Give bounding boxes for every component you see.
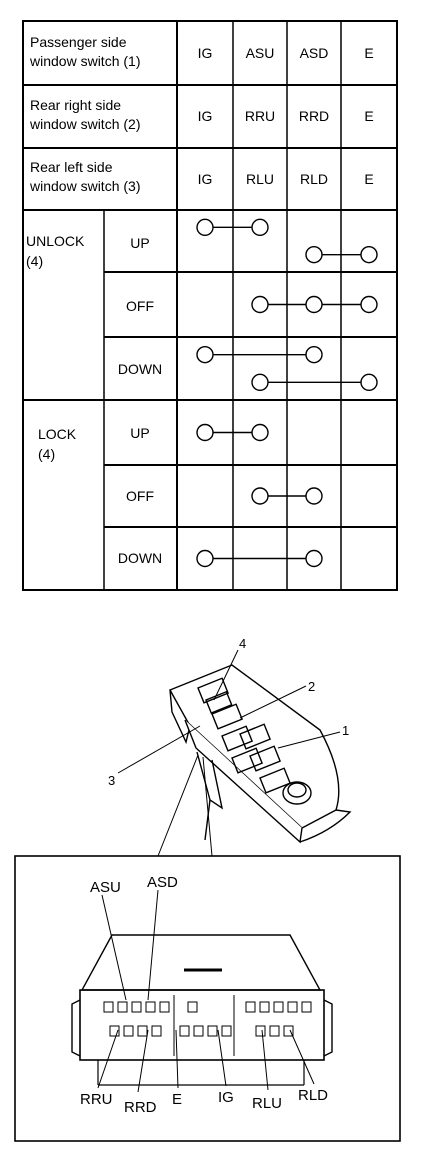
connector-pin-cavity [103, 1001, 114, 1013]
continuity-terminal-mark [196, 549, 214, 568]
connector-pin-cavity [187, 1001, 198, 1013]
terminal-cell: ASD [300, 45, 329, 61]
switch-row-labels: Passenger side window switch (1) Rear ri… [29, 34, 140, 194]
callout-leaders [117, 649, 341, 857]
connector-pin-cavity [123, 1025, 134, 1037]
continuity-terminal-mark [305, 295, 323, 314]
terminal-cell: IG [198, 171, 213, 187]
label-e: E [172, 1091, 182, 1108]
continuity-terminal-mark [196, 423, 214, 442]
continuity-terminal-mark [196, 218, 214, 237]
continuity-terminal-mark [251, 218, 269, 237]
label-asd: ASD [147, 874, 178, 891]
connector-pin-cavity [301, 1001, 312, 1013]
connector-pin-cavity [109, 1025, 120, 1037]
continuity-terminal-mark [251, 373, 269, 392]
terminal-cell: RRD [299, 108, 329, 124]
terminal-cell: RRU [245, 108, 275, 124]
connector-pin-cavity [269, 1025, 280, 1037]
lock-off-label: OFF [126, 488, 154, 504]
row-2-label-line2: window switch (2) [29, 116, 140, 132]
connector-pin-cavity [245, 1001, 256, 1013]
row-2-label-line1: Rear right side [30, 97, 121, 113]
terminal-cell: E [364, 45, 373, 61]
connector-pin-cavity [159, 1001, 170, 1013]
connector-pin-cavity [131, 1001, 142, 1013]
continuity-terminal-mark [305, 549, 323, 568]
connector-pin-cavity [255, 1025, 266, 1037]
label-rru: RRU [80, 1091, 113, 1108]
connector-pin-cavity [137, 1025, 148, 1037]
continuity-terminal-mark [196, 345, 214, 364]
unlock-group-number: (4) [26, 253, 43, 269]
lock-group-label: LOCK [38, 426, 77, 442]
continuity-terminal-mark [251, 487, 269, 505]
continuity-terminal-mark [305, 487, 323, 505]
connector-pin-cavity [193, 1025, 204, 1037]
callout-1: 1 [342, 723, 349, 738]
connector-detail-frame [14, 855, 401, 1142]
continuity-terminal-mark [360, 295, 378, 314]
terminal-cell: ASU [246, 45, 275, 61]
callout-numbers: 4 2 1 3 [108, 636, 349, 788]
connector-pin-cavity [273, 1001, 284, 1013]
terminal-cell: E [364, 108, 373, 124]
terminal-cell: RLU [246, 171, 274, 187]
callout-2: 2 [308, 679, 315, 694]
label-asu: ASU [90, 879, 121, 896]
lock-down-label: DOWN [118, 550, 162, 566]
terminal-cell: IG [198, 108, 213, 124]
connector-pin-cavity [221, 1025, 232, 1037]
terminal-cell: E [364, 171, 373, 187]
row-3-label-line2: window switch (3) [29, 178, 140, 194]
callout-4: 4 [239, 636, 246, 651]
lock-up-label: UP [130, 425, 149, 441]
connector-pin-cavity [259, 1001, 270, 1013]
connector-pin-cavity [179, 1025, 190, 1037]
row-1-label-line1: Passenger side [30, 34, 127, 50]
continuity-terminal-mark [305, 245, 323, 264]
terminal-cells: IG ASU ASD E IG RRU RRD E IG RLU RLD E [198, 45, 374, 187]
connector-pin-cavity [145, 1001, 156, 1013]
terminal-cell: IG [198, 45, 213, 61]
label-rlu: RLU [252, 1095, 282, 1112]
label-rld: RLD [298, 1087, 328, 1104]
continuity-terminal-mark [251, 295, 269, 314]
connector-pin-cavity [207, 1025, 218, 1037]
connector-pin-cavity [151, 1025, 162, 1037]
label-rrd: RRD [124, 1099, 157, 1116]
connector-labels: ASU ASD RRU RRD E IG RLU RLD [80, 874, 328, 1116]
position-labels: UP OFF DOWN UP OFF DOWN [118, 235, 162, 566]
unlock-off-label: OFF [126, 298, 154, 314]
switch-assembly-illustration [169, 664, 352, 844]
continuity-marks [196, 218, 378, 568]
unlock-group-label: UNLOCK [26, 233, 85, 249]
label-ig: IG [218, 1089, 234, 1106]
unlock-down-label: DOWN [118, 361, 162, 377]
continuity-table [22, 20, 398, 591]
row-3-label-line1: Rear left side [30, 159, 113, 175]
terminal-cell: RLD [300, 171, 328, 187]
continuity-terminal-mark [305, 345, 323, 364]
continuity-terminal-mark [251, 423, 269, 442]
connector-pins [103, 1001, 312, 1037]
group-labels: UNLOCK (4) LOCK (4) [26, 233, 85, 462]
unlock-up-label: UP [130, 235, 149, 251]
row-1-label-line2: window switch (1) [29, 53, 140, 69]
continuity-terminal-mark [360, 245, 378, 264]
connector-pin-cavity [287, 1001, 298, 1013]
continuity-terminal-mark [360, 373, 378, 392]
connector-pin-cavity [283, 1025, 294, 1037]
connector-detail [14, 855, 401, 1142]
connector-pin-cavity [117, 1001, 128, 1013]
callout-3: 3 [108, 773, 115, 788]
connector-leaders [97, 889, 315, 1093]
lock-group-number: (4) [38, 446, 55, 462]
